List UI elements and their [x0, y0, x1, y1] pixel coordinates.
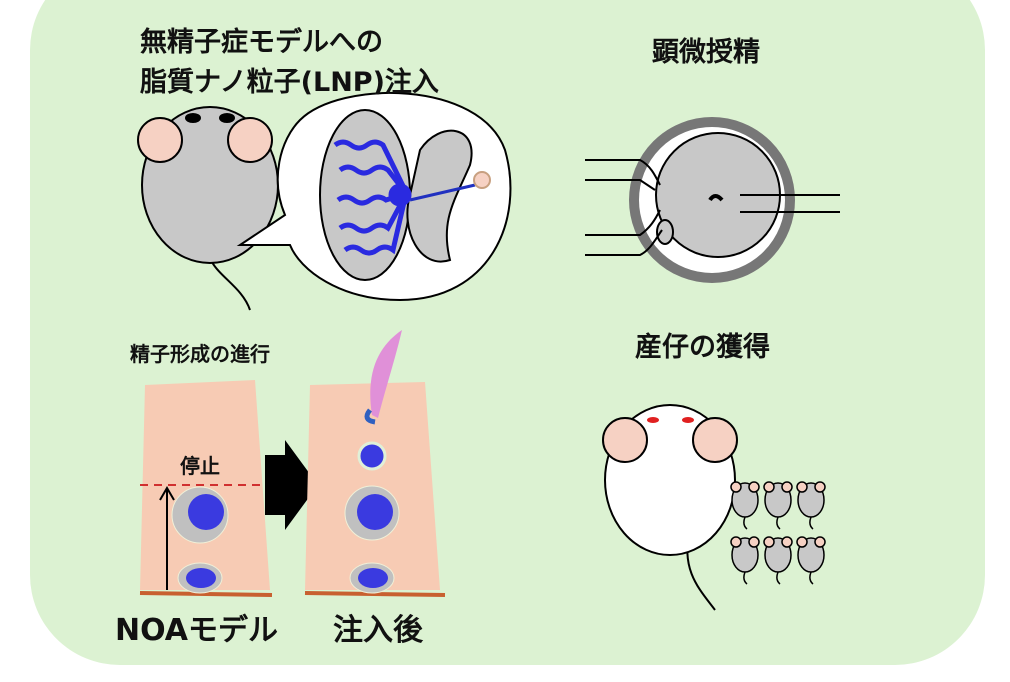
icsi-oocyte: [585, 117, 840, 283]
arrest-label: 停止: [180, 454, 220, 478]
white-mouse: [602, 404, 738, 611]
injection-title-line2: 脂質ナノ粒子(LNP)注入: [140, 67, 439, 98]
progression-arrow: [265, 440, 318, 530]
icsi-title: 顕微授精: [652, 37, 760, 68]
noa-model-label: NOAモデル: [115, 613, 279, 648]
gray-mouse: [137, 106, 279, 311]
pups: [730, 481, 826, 585]
noa-tubule: [139, 380, 273, 597]
offspring-title: 産仔の獲得: [635, 332, 770, 363]
injection-title-line1: 無精子症モデルへの: [140, 27, 383, 58]
post-injection-tubule: [304, 330, 446, 597]
after-injection-label: 注入後: [333, 613, 423, 648]
testis-bubble: [236, 92, 512, 302]
progression-label: 精子形成の進行: [130, 342, 270, 366]
lnp-tubules: [333, 139, 412, 256]
